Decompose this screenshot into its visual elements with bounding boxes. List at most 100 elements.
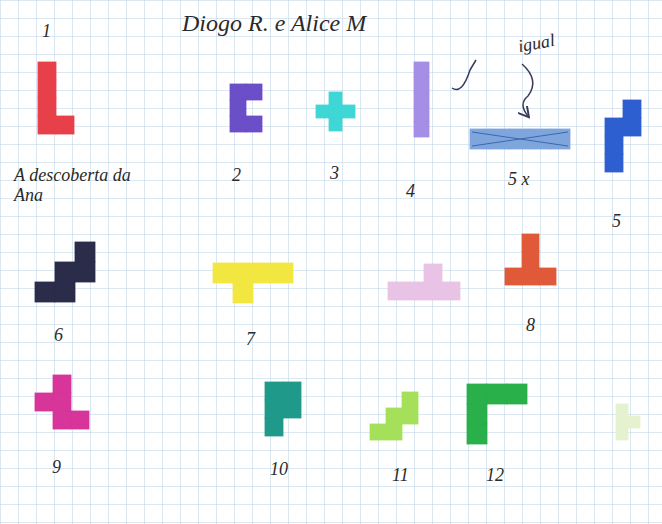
pentomino-p [265, 382, 301, 436]
piece-number: 10 [270, 460, 288, 480]
cell [55, 282, 75, 302]
piece-number: 12 [486, 466, 504, 486]
cell [386, 408, 402, 424]
piece-number: 9 [52, 458, 61, 478]
piece-number: 3 [330, 164, 339, 184]
cell [35, 282, 55, 302]
cell [616, 404, 628, 416]
piece-number: 8 [526, 316, 535, 336]
cell [230, 100, 246, 116]
pentomino-n [605, 100, 641, 172]
cell [75, 242, 95, 262]
cell [406, 282, 424, 300]
cell [505, 268, 522, 285]
cell [424, 282, 442, 300]
cell [605, 154, 623, 172]
cell [71, 411, 89, 429]
cell [265, 382, 283, 400]
cell [230, 116, 246, 132]
piece-number: 6 [54, 326, 63, 346]
check-stroke [452, 60, 476, 90]
cell [442, 282, 460, 300]
cell [605, 118, 623, 136]
cell [246, 116, 262, 132]
pentomino-i [414, 62, 429, 137]
piece-number: 11 [392, 466, 409, 486]
cell [273, 263, 293, 283]
cell [329, 92, 342, 105]
pentomino-l [38, 62, 74, 134]
pentomino-i-crossed [470, 129, 570, 149]
pentomino-x [316, 92, 355, 131]
cell [605, 136, 623, 154]
cell [329, 105, 342, 118]
piece-number: 5 [612, 212, 621, 232]
cell [370, 424, 386, 440]
cell [75, 262, 95, 282]
cell [616, 428, 628, 440]
cell [414, 122, 429, 137]
cell [467, 404, 487, 424]
cell [38, 62, 56, 80]
cell [530, 129, 550, 149]
cell [233, 283, 253, 303]
cell [230, 84, 246, 100]
cell [487, 384, 507, 404]
cell [53, 375, 71, 393]
cell [490, 129, 510, 149]
cell [467, 384, 487, 404]
piece-number: 5 x [508, 170, 530, 190]
piece-number: 7 [246, 330, 255, 350]
cell [265, 400, 283, 418]
cell [253, 263, 273, 283]
note-arrow [522, 64, 533, 116]
cell [213, 263, 233, 283]
cell [424, 264, 442, 282]
cell [233, 263, 253, 283]
pentomino-w [35, 242, 95, 302]
piece-number: 2 [232, 166, 241, 186]
cell [507, 384, 527, 404]
cell [522, 268, 539, 285]
pentomino-y [213, 263, 293, 303]
cell [402, 408, 418, 424]
cell [388, 282, 406, 300]
cell [467, 424, 487, 444]
cell [38, 98, 56, 116]
cell [628, 416, 640, 428]
cell [316, 105, 329, 118]
cell [414, 107, 429, 122]
cell [342, 105, 355, 118]
cell [616, 416, 628, 428]
cell [283, 382, 301, 400]
cell [414, 77, 429, 92]
cell [414, 92, 429, 107]
pentomino-t [505, 234, 556, 285]
piece-number: 1 [42, 22, 51, 42]
pentomino-faint [388, 264, 460, 300]
cell [53, 411, 71, 429]
cross-out [472, 132, 568, 146]
pentomino-u [230, 84, 262, 132]
cell [56, 116, 74, 134]
cell [55, 262, 75, 282]
cell [38, 80, 56, 98]
cell [623, 100, 641, 118]
cell [402, 392, 418, 408]
cell [414, 62, 429, 77]
cell [386, 424, 402, 440]
pentomino-faint [616, 404, 640, 440]
pentomino-w [370, 392, 418, 440]
cell [246, 84, 262, 100]
note: A descoberta da Ana [14, 166, 144, 206]
cell [35, 393, 53, 411]
cell [38, 116, 56, 134]
cell [522, 234, 539, 251]
pentomino-v [467, 384, 527, 444]
piece-number: 4 [406, 182, 415, 202]
cell [623, 118, 641, 136]
cell [329, 118, 342, 131]
cell [539, 268, 556, 285]
